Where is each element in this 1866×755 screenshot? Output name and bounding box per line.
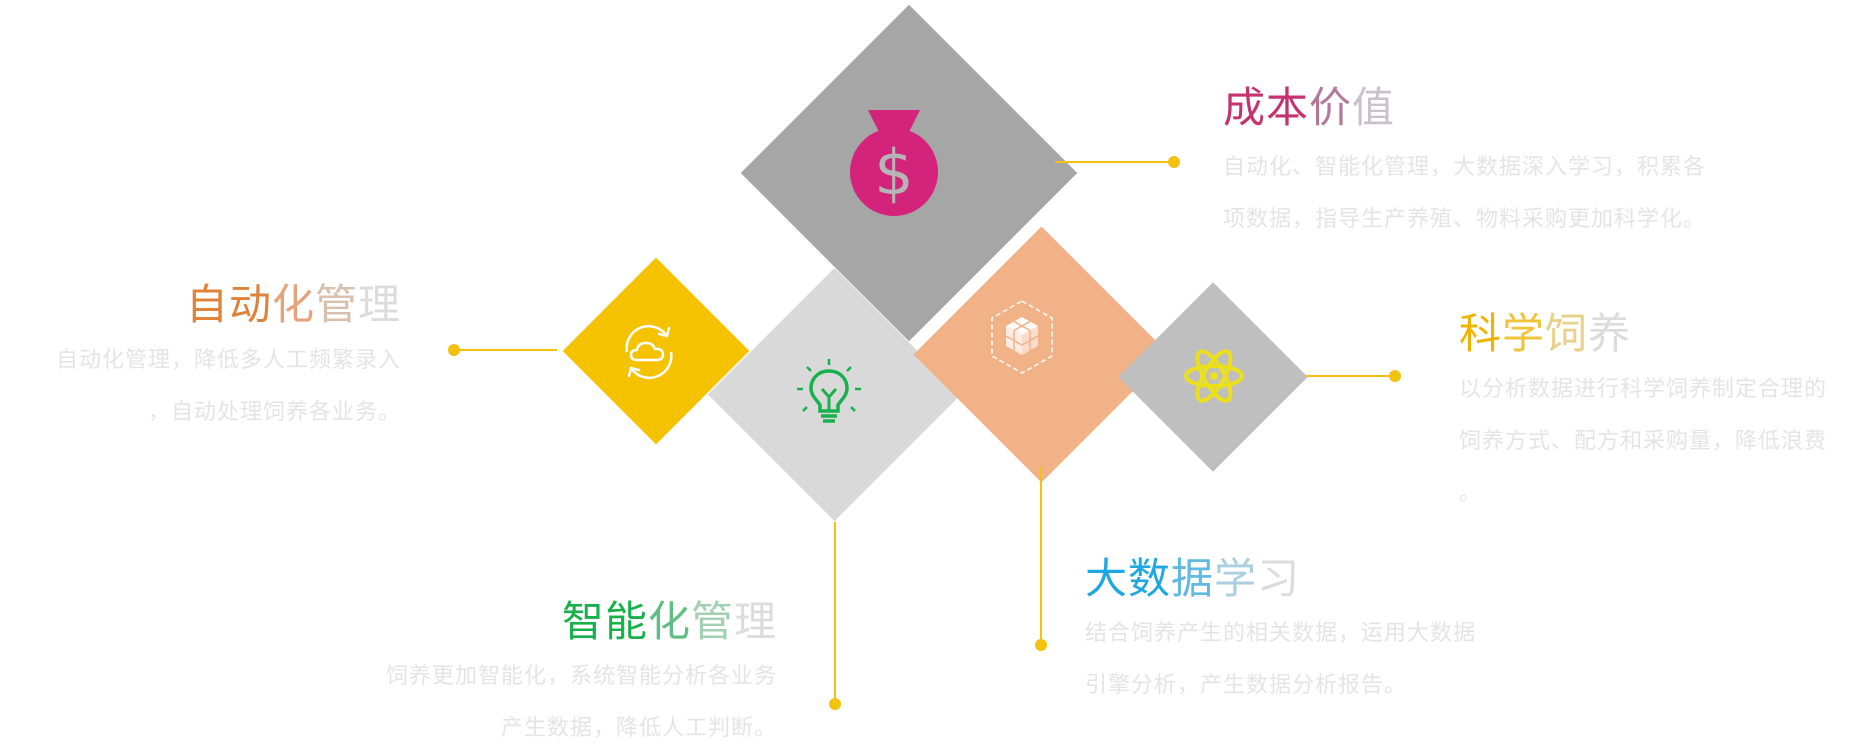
desc-big-data-learning: 结合饲养产生的相关数据，运用大数据引擎分析，产生数据分析报告。 [1085, 608, 1476, 712]
description-line: 产生数据，降低人工判断。 [386, 703, 777, 755]
connector-big-data [1040, 467, 1042, 645]
title-smart-management: 智能化管理 [562, 598, 777, 646]
title-char: 本 [1266, 84, 1309, 132]
connector-dot-cost-value [1168, 156, 1180, 168]
description-line: ，自动处理饲养各业务。 [56, 387, 401, 439]
title-char: 理 [734, 598, 777, 646]
title-char: 化 [648, 598, 691, 646]
description-line: 以分析数据进行科学饲养制定合理的 [1459, 364, 1827, 416]
description-line: 饲养方式、配方和采购量，降低浪费 [1459, 416, 1827, 468]
title-char: 值 [1352, 84, 1395, 132]
money-bag-icon: $ [846, 108, 942, 220]
title-char: 科 [1459, 310, 1502, 358]
title-char: 养 [1588, 310, 1631, 358]
title-automation-management: 自动化管理 [186, 281, 401, 329]
title-char: 动 [229, 281, 272, 329]
title-char: 智 [562, 598, 605, 646]
connector-automation [456, 349, 557, 351]
cloud-sync-icon [617, 320, 681, 384]
description-line: 自动化管理，降低多人工频繁录入 [56, 335, 401, 387]
desc-cost-value: 自动化、智能化管理，大数据深入学习，积累各项数据，指导生产养殖、物料采购更加科学… [1223, 142, 1706, 246]
connector-dot-big-data [1035, 639, 1047, 651]
description-line: 项数据，指导生产养殖、物料采购更加科学化。 [1223, 194, 1706, 246]
title-char: 自 [186, 281, 229, 329]
connector-smart-management [834, 522, 836, 704]
connector-dot-automation [448, 344, 460, 356]
title-char: 化 [272, 281, 315, 329]
desc-smart-management: 饲养更加智能化，系统智能分析各业务产生数据，降低人工判断。 [386, 651, 777, 755]
description-line: 自动化、智能化管理，大数据深入学习，积累各 [1223, 142, 1706, 194]
title-char: 学 [1502, 310, 1545, 358]
title-char: 能 [605, 598, 648, 646]
svg-text:$: $ [874, 136, 913, 209]
desc-scientific-feeding: 以分析数据进行科学饲养制定合理的饲养方式、配方和采购量，降低浪费。 [1459, 364, 1827, 520]
title-scientific-feeding: 科学饲养 [1459, 310, 1631, 358]
atom-icon [1182, 344, 1246, 408]
description-line: 结合饲养产生的相关数据，运用大数据 [1085, 608, 1476, 660]
connector-cost-value [1055, 161, 1175, 163]
desc-automation-management: 自动化管理，降低多人工频繁录入，自动处理饲养各业务。 [56, 335, 401, 439]
title-big-data-learning: 大数据学习 [1085, 555, 1300, 603]
title-char: 据 [1171, 555, 1214, 603]
connector-dot-smart-management [829, 698, 841, 710]
title-char: 大 [1085, 555, 1128, 603]
title-cost-value: 成本价值 [1223, 84, 1395, 132]
lightbulb-icon [795, 357, 863, 429]
description-line: 引擎分析，产生数据分析报告。 [1085, 660, 1476, 712]
description-line: 饲养更加智能化，系统智能分析各业务 [386, 651, 777, 703]
cube-icon [988, 299, 1056, 375]
title-char: 学 [1214, 555, 1257, 603]
connector-scientific-feeding [1306, 375, 1396, 377]
title-char: 饲 [1545, 310, 1588, 358]
title-char: 习 [1257, 555, 1300, 603]
description-line: 。 [1459, 468, 1827, 520]
title-char: 理 [358, 281, 401, 329]
title-char: 管 [691, 598, 734, 646]
title-char: 价 [1309, 84, 1352, 132]
title-char: 数 [1128, 555, 1171, 603]
title-char: 成 [1223, 84, 1266, 132]
connector-dot-scientific-feeding [1389, 370, 1401, 382]
title-char: 管 [315, 281, 358, 329]
